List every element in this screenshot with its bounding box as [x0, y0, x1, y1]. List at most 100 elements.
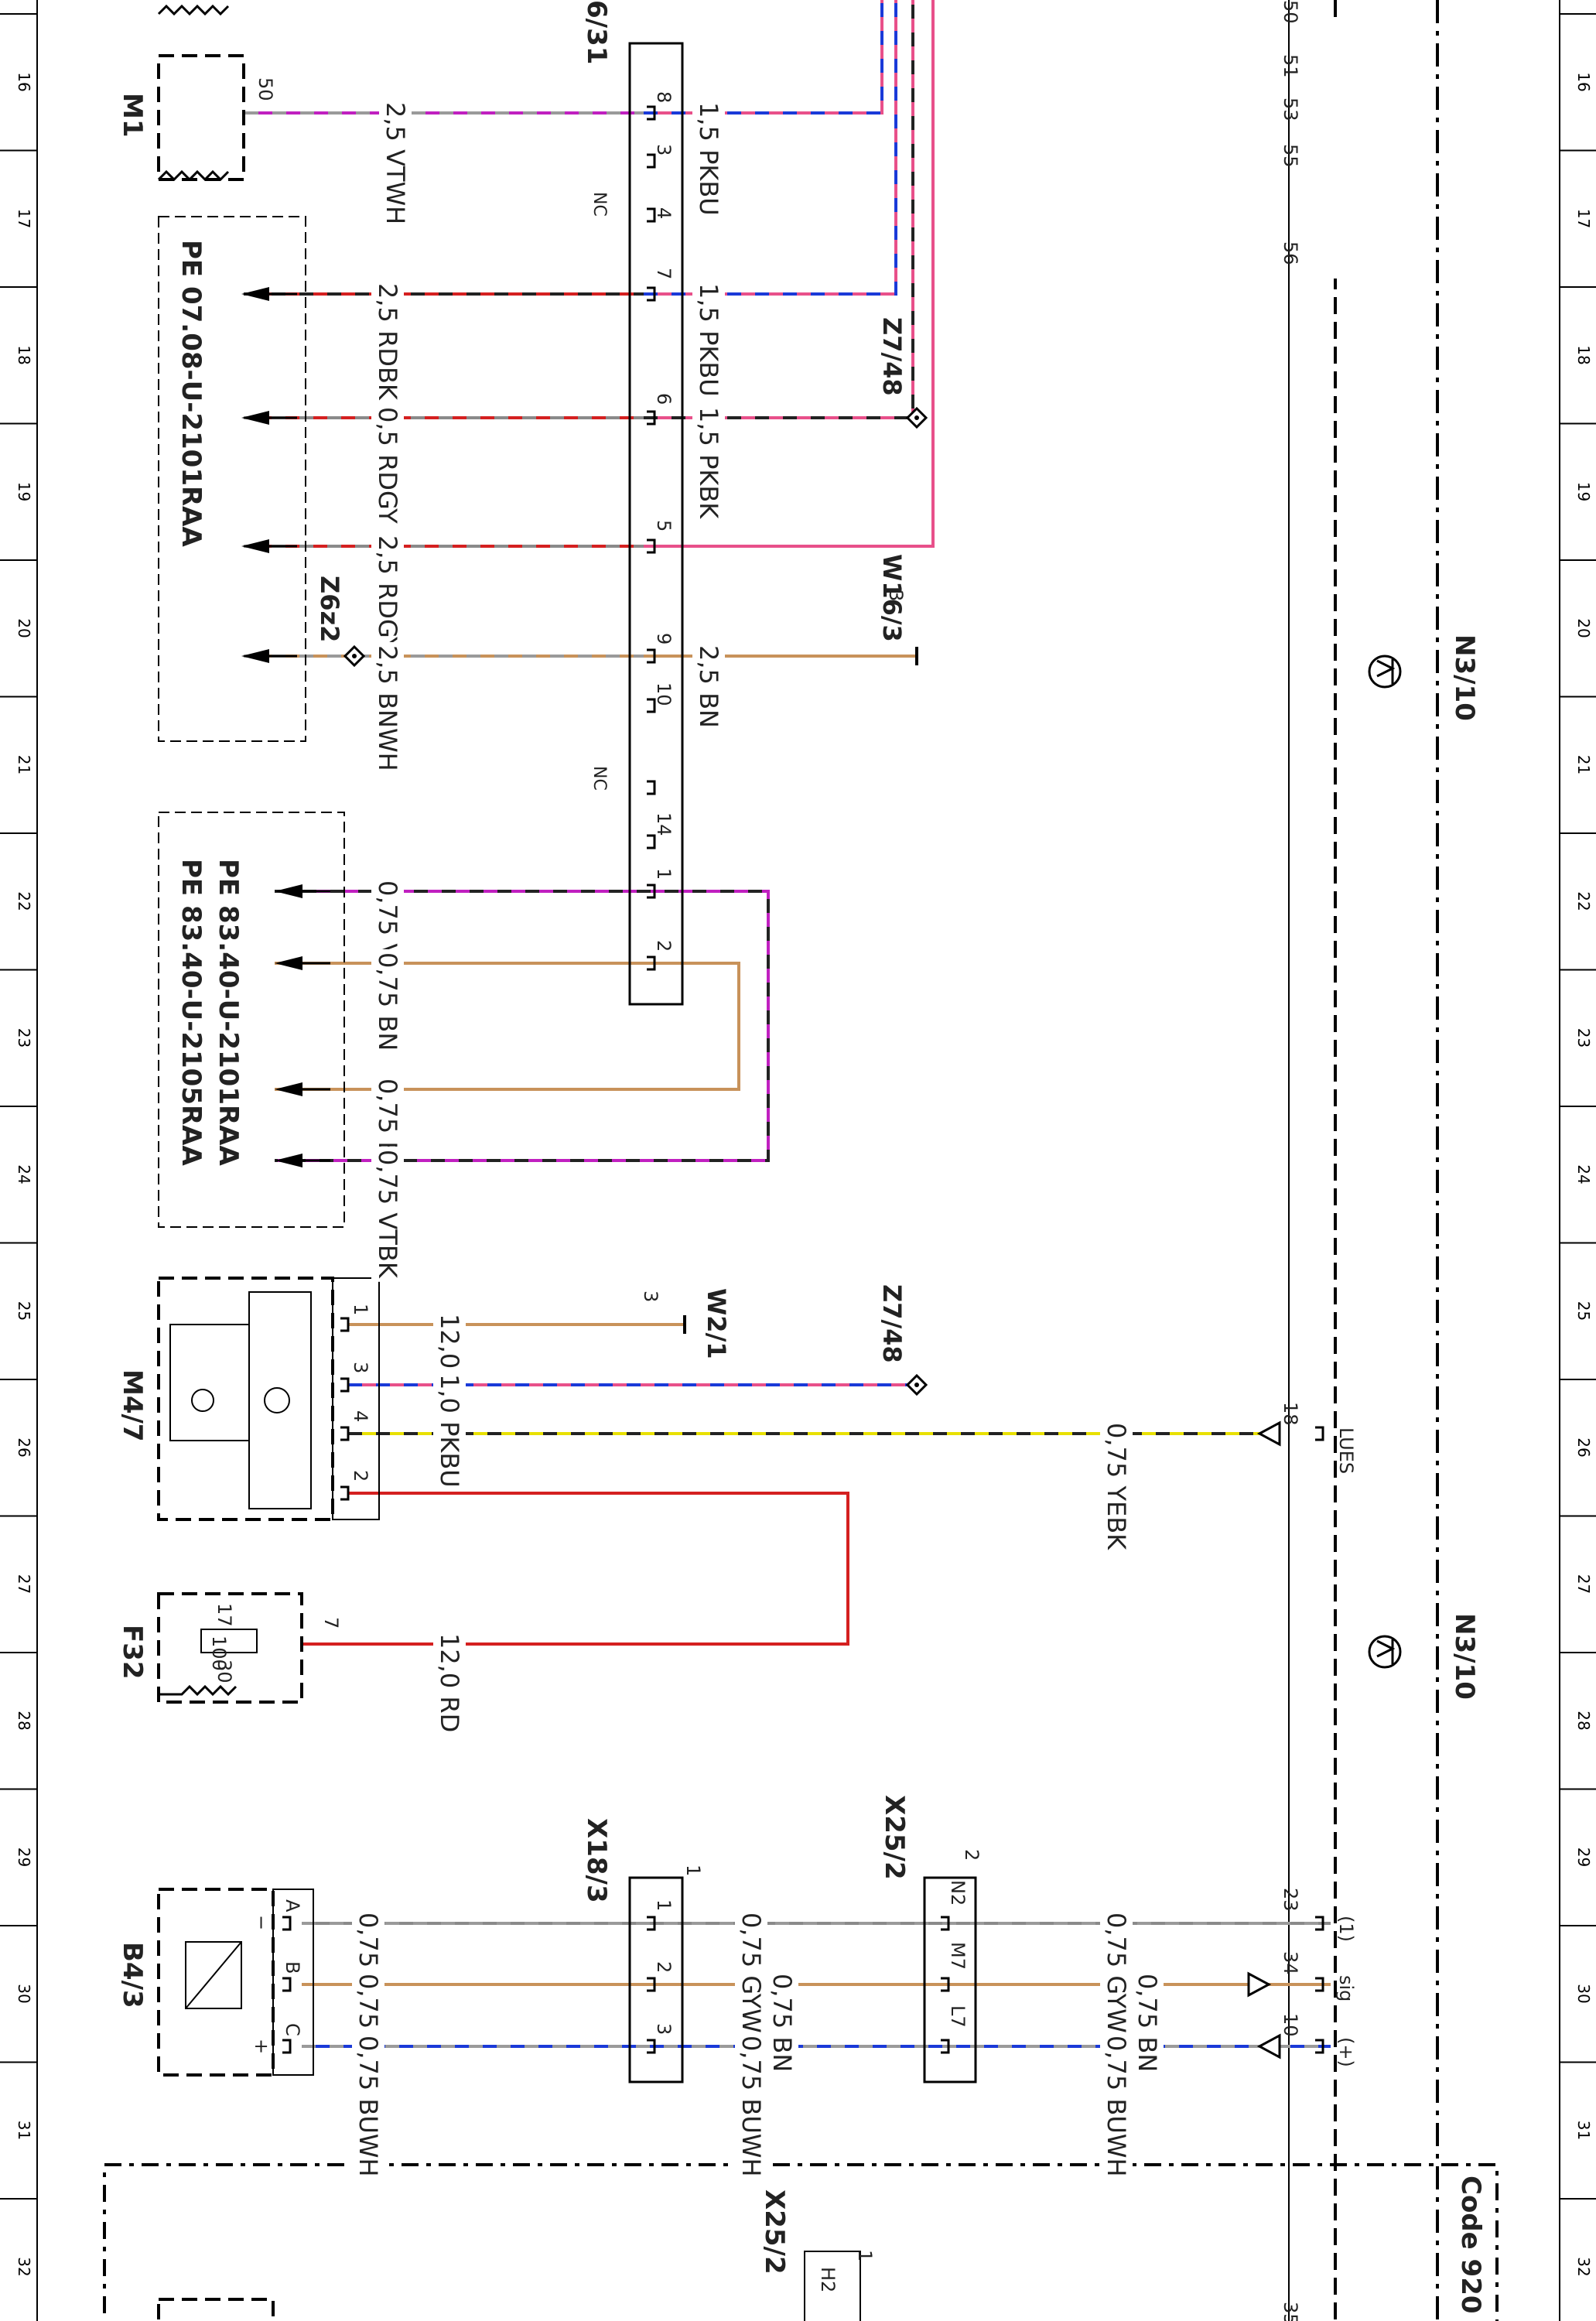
label-bg [352, 2032, 384, 2180]
connector-pin [647, 698, 656, 713]
connector-arrow [275, 884, 302, 898]
pe2-box [158, 812, 345, 1228]
label-bg [692, 280, 725, 400]
pin-number: 100 [208, 1636, 230, 1671]
m4-7-box [157, 1277, 334, 1521]
code-label: Code 920 [1455, 2176, 1486, 2314]
component-m4-7: M4/7 [117, 1369, 148, 1442]
input-arrow [1256, 1420, 1281, 1447]
connector-pin [340, 1317, 350, 1332]
connector-pin [647, 410, 656, 426]
connector-pin [941, 1977, 950, 1992]
connector-pin [340, 1426, 350, 1441]
nc-label: NC [590, 766, 609, 791]
output-arrow [1247, 1971, 1272, 1998]
label-bg [433, 1630, 466, 1736]
label-bg [371, 949, 404, 1055]
signal-plus: (+) [1335, 2037, 1357, 2067]
label-bg [692, 642, 725, 731]
pin-number: 2 [653, 940, 675, 952]
connector-pin [1315, 1426, 1324, 1441]
signal-1: (1) [1335, 1916, 1357, 1942]
ruler-label: 26 [1574, 1437, 1593, 1457]
ruler-label: 22 [1574, 891, 1593, 911]
connector-pin [340, 1485, 350, 1501]
connector-pin [647, 648, 656, 664]
signal-h2: H2 [817, 2267, 839, 2292]
splice-label: Z7/48 [877, 317, 907, 396]
connector-arrow [241, 539, 269, 553]
connector-pin [647, 955, 656, 971]
wire-rd-12 [302, 1492, 849, 1646]
pin-number: 18 [1280, 1402, 1301, 1426]
ruler-label: 23 [1574, 1028, 1593, 1048]
wire-label: 2,5 RDBK [373, 283, 402, 401]
ruler-label: 30 [15, 1984, 33, 2003]
b4-3-box [157, 1888, 275, 2077]
wire-label: 1,5 PKBU [694, 283, 723, 397]
ruler-label: 24 [1574, 1164, 1593, 1184]
component-n3-10: N3/10 [1449, 634, 1480, 721]
connector-pin [647, 1977, 656, 1992]
ruler-label: 17 [1574, 209, 1593, 228]
wire-vtbk [275, 890, 770, 1162]
connector-arrow [241, 649, 269, 663]
pin-number: 1 [854, 2250, 876, 2261]
component-n3-10: N3/10 [1449, 1613, 1480, 1700]
connector-pin [282, 1916, 292, 1931]
connector-pin [647, 1916, 656, 1931]
ruler-label: 30 [1574, 1984, 1593, 2003]
splice-label: Z6z2 [315, 576, 344, 642]
ruler-label: 19 [1574, 482, 1593, 501]
connector-pin [647, 2039, 656, 2054]
wire-label: 0,75 BN [1133, 1974, 1162, 2072]
ruler-label: 21 [15, 755, 33, 774]
label-bg [379, 99, 412, 228]
pin-number: M7 [947, 1942, 969, 1970]
pin-number: 9 [653, 633, 675, 644]
connector-label: 6/31 [581, 0, 612, 64]
connector-arrow [275, 956, 302, 970]
pin-number: 50 [1280, 0, 1301, 24]
pin-number: C [282, 2023, 303, 2036]
label-bg [766, 1971, 798, 2076]
ruler-label: 25 [15, 1301, 33, 1321]
ground-label: W16/3 [877, 554, 907, 642]
pin-number: − [251, 1915, 272, 1930]
splice-z7-48 [905, 406, 928, 429]
n3-10-symbols [1368, 655, 1402, 1669]
pin-number: 10 [653, 682, 675, 706]
f32-box [157, 1592, 303, 1704]
pe1-box [158, 216, 306, 742]
m1-box [157, 54, 245, 181]
wire-label: 2,5 VTWH [381, 102, 410, 224]
pin-number: 2 [653, 1961, 675, 1973]
connector-arrow [275, 1082, 302, 1096]
pin-number: 2 [350, 1470, 371, 1482]
b4-3-frame [272, 1889, 314, 2076]
pin-number: 3 [640, 1290, 661, 1302]
ruler-label: 20 [1574, 618, 1593, 638]
label-bg [735, 2032, 767, 2180]
label-bg [692, 99, 725, 219]
connector-pin [647, 286, 656, 302]
label-bg [371, 532, 404, 656]
pin-number: B [282, 1961, 303, 1974]
pin-number: 4 [350, 1410, 371, 1422]
ruler-label: 18 [1574, 345, 1593, 364]
ruler-label: 20 [15, 618, 33, 638]
pin-number: 3 [653, 2023, 675, 2035]
connector-pin [1315, 1977, 1324, 1992]
wire-label: 0,75 YEBK [1102, 1423, 1131, 1550]
pin-number: 3 [350, 1362, 371, 1373]
connector-pin [1315, 2039, 1324, 2054]
wire-label: 0,75 BUWH [1102, 2036, 1131, 2177]
connector-pin [282, 2039, 292, 2054]
connector-pin [647, 538, 656, 554]
pe-reference: PE 83.40-U-2101RAA [213, 859, 244, 1166]
connector-pin [1315, 1916, 1324, 1931]
